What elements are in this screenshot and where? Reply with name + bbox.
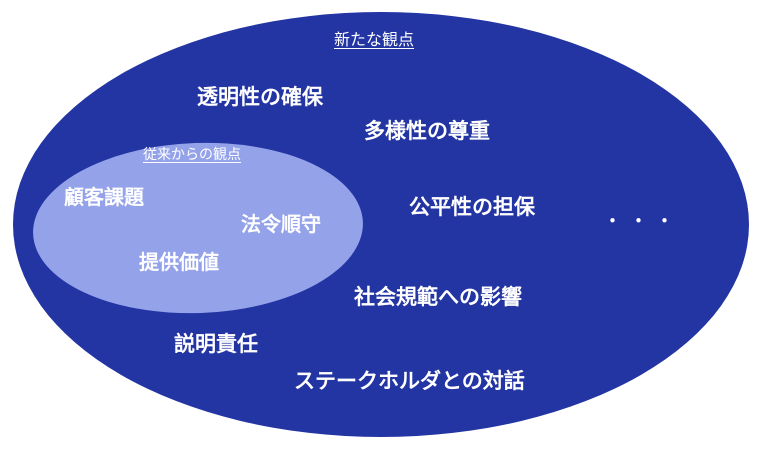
label-diversity: 多様性の尊重 xyxy=(364,119,490,143)
label-stakeholder-dialogue: ステークホルダとの対話 xyxy=(294,369,525,393)
label-social-norms-impact: 社会規範への影響 xyxy=(354,285,522,309)
label-accountability: 説明責任 xyxy=(174,332,258,356)
label-fairness: 公平性の担保 xyxy=(409,195,535,219)
inner-ellipse-title: 従来からの観点 xyxy=(143,147,241,163)
label-provided-value: 提供価値 xyxy=(139,250,219,274)
label-transparency: 透明性の確保 xyxy=(197,85,323,109)
ellipsis-dots: ・・・ xyxy=(604,212,682,232)
label-customer-issues: 顧客課題 xyxy=(64,185,144,209)
label-legal-compliance: 法令順守 xyxy=(241,212,321,236)
outer-ellipse-title: 新たな観点 xyxy=(334,30,415,49)
